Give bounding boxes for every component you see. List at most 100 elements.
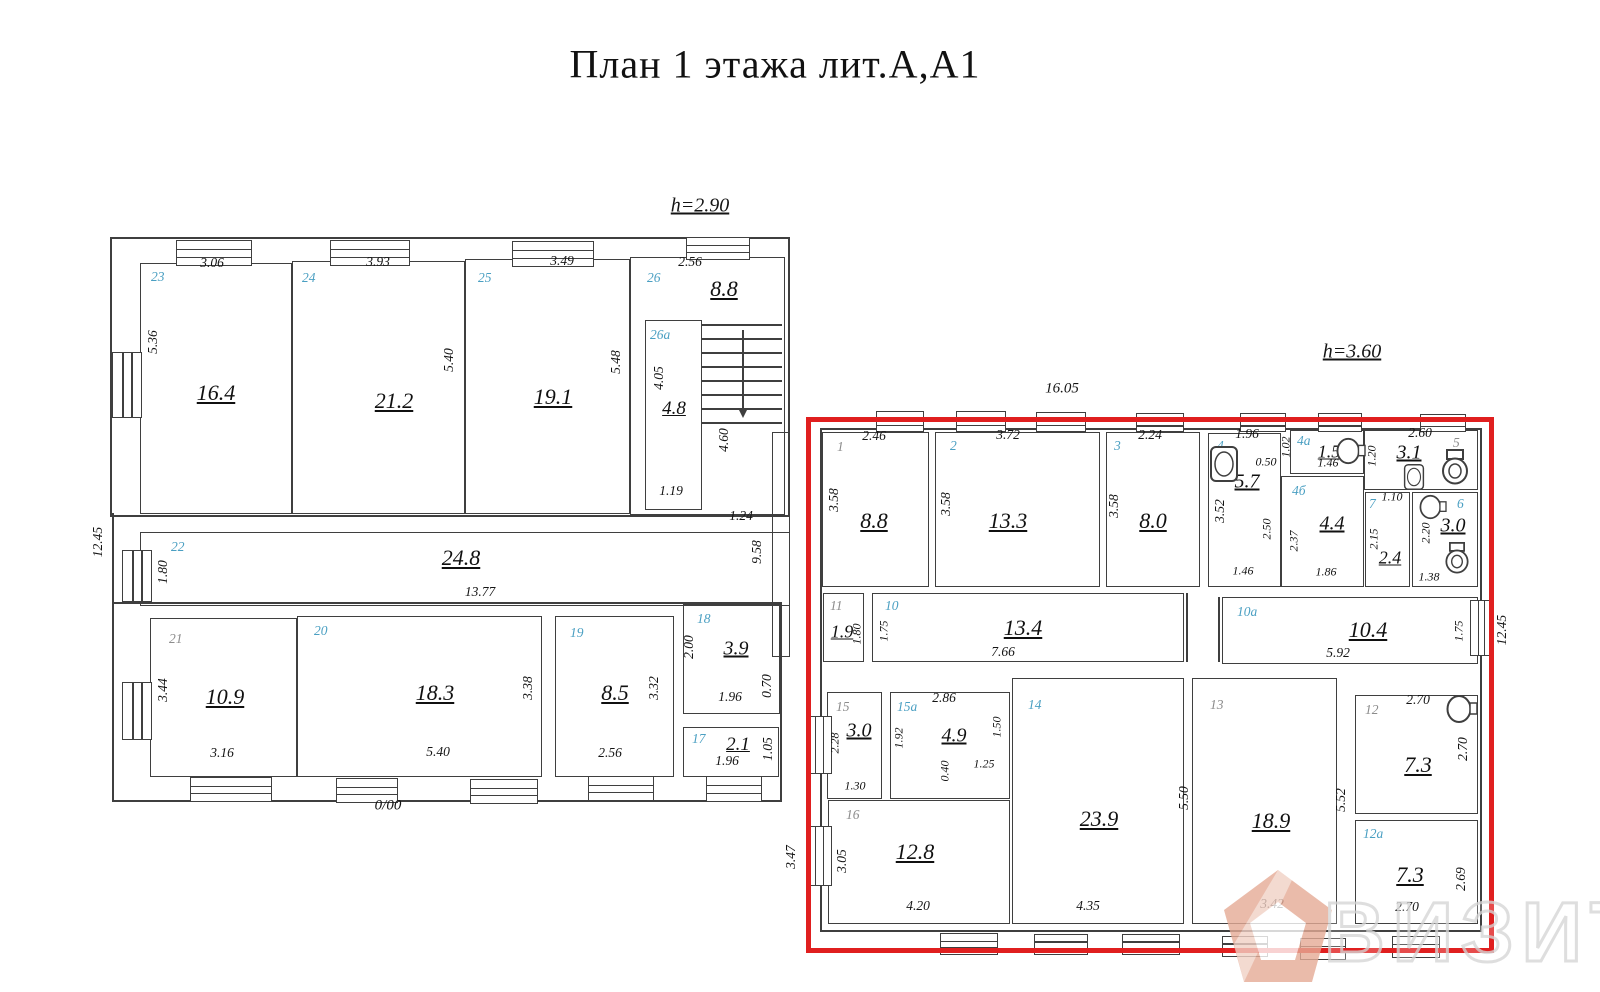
window-glazing-line bbox=[1241, 425, 1285, 427]
dimension-label: 2.46 bbox=[862, 428, 886, 443]
dimension-label: 1.96 bbox=[718, 689, 742, 704]
window-mark bbox=[190, 777, 272, 802]
room-area-label: 8.0 bbox=[1139, 508, 1167, 533]
room-area-label: 8.8 bbox=[860, 508, 888, 533]
window-mark bbox=[176, 240, 252, 266]
room-number: 26 bbox=[647, 270, 661, 285]
room-number: 10а bbox=[1237, 604, 1258, 619]
dimension-label: 2.60 bbox=[1408, 425, 1432, 440]
room-area-label: 16.4 bbox=[196, 380, 236, 405]
room-number: 25 bbox=[478, 270, 492, 285]
room-number: 13 bbox=[1210, 697, 1224, 712]
stair-direction-arrow-icon bbox=[737, 408, 748, 418]
room-area-label: 13.3 bbox=[988, 508, 1028, 533]
room-number: 20 bbox=[314, 623, 328, 638]
room-area-label: 7.3 bbox=[1404, 752, 1432, 777]
window-glazing-line bbox=[589, 784, 653, 786]
room-area-label: 19.1 bbox=[533, 384, 573, 409]
window-mark bbox=[686, 237, 750, 260]
window-mark bbox=[588, 776, 654, 801]
room-number: 12а bbox=[1363, 826, 1384, 841]
dimension-label: 1.96 bbox=[1235, 426, 1259, 441]
dimension-label: 2.86 bbox=[932, 690, 956, 705]
room-number: 24 bbox=[302, 270, 316, 285]
window-glazing-line bbox=[707, 792, 761, 795]
dimension-label: 2.56 bbox=[598, 745, 622, 760]
room-area-label: 4.8 bbox=[662, 398, 686, 419]
room-area-label: 3.9 bbox=[723, 637, 749, 660]
window-mark bbox=[706, 776, 762, 802]
window-glazing-line bbox=[1123, 941, 1179, 943]
window-glazing-line bbox=[471, 787, 537, 789]
window-glazing-line bbox=[941, 947, 997, 949]
dimension-label: 4.20 bbox=[906, 898, 930, 913]
window-glazing-line bbox=[814, 717, 817, 773]
dimension-label: 4.05 bbox=[651, 366, 666, 390]
dimension-label: h=2.90 bbox=[670, 194, 730, 217]
window-glazing-line bbox=[331, 248, 409, 251]
dimension-label: 2.00 bbox=[681, 635, 696, 659]
dimension-label: 3.16 bbox=[210, 745, 234, 760]
sink-icon bbox=[1396, 464, 1432, 490]
window-glazing-line bbox=[1477, 601, 1479, 655]
dimension-label: 1.80 bbox=[155, 560, 170, 584]
window-glazing-line bbox=[1037, 424, 1085, 427]
dimension-label: h=3.60 bbox=[1322, 340, 1382, 363]
window-glazing-line bbox=[177, 256, 251, 259]
window-glazing-line bbox=[814, 827, 817, 885]
dimension-label: 1.19 bbox=[659, 483, 683, 498]
dimension-label: 0.50 bbox=[1255, 454, 1277, 469]
dimension-label: 1.10 bbox=[1381, 489, 1403, 504]
window-glazing-line bbox=[131, 353, 133, 417]
window-glazing-line bbox=[191, 785, 271, 787]
room-number: 4 bbox=[1217, 438, 1224, 453]
dimension-label: 1.96 bbox=[715, 753, 739, 768]
dimension-label: 3.49 bbox=[550, 253, 574, 268]
room-25: 25 19.1 bbox=[465, 259, 630, 514]
dimension-label: 1.05 bbox=[760, 737, 775, 761]
dimension-label: 1.38 bbox=[1418, 569, 1440, 584]
dimension-label: 7.66 bbox=[991, 644, 1015, 659]
dimension-label: 16.05 bbox=[1045, 380, 1079, 397]
selected-area-outline bbox=[806, 417, 1494, 953]
window-glazing-line bbox=[1319, 425, 1361, 427]
room-area-label: 8.8 bbox=[710, 276, 738, 301]
room-area-label: 2.4 bbox=[1378, 547, 1402, 568]
window-glazing-line bbox=[191, 793, 271, 795]
room-number: 2 bbox=[950, 438, 957, 453]
dimension-label: 12.45 bbox=[1494, 614, 1509, 646]
dimension-label: 5.40 bbox=[426, 744, 450, 759]
room-number: 6 bbox=[1457, 496, 1464, 511]
room-number: 10 bbox=[885, 598, 899, 613]
room-area-label: 8.5 bbox=[601, 680, 629, 705]
window-mark bbox=[470, 779, 538, 804]
room-area-label: 18.3 bbox=[415, 680, 455, 705]
wall-segment bbox=[112, 513, 114, 604]
toilet-icon bbox=[1438, 448, 1472, 486]
room-20: 20 18.3 bbox=[297, 616, 542, 777]
dimension-label: 3.72 bbox=[996, 427, 1020, 442]
window-glazing-line bbox=[687, 251, 749, 254]
stair-tread bbox=[702, 422, 782, 424]
room-area-label: 3.0 bbox=[846, 719, 872, 742]
room-number: 12 bbox=[1365, 702, 1379, 717]
wall-segment bbox=[1218, 597, 1220, 662]
window-glazing-line bbox=[513, 257, 593, 260]
room-number: 26а bbox=[650, 327, 671, 342]
room-number: 19 bbox=[570, 625, 584, 640]
room-number: 15 bbox=[836, 699, 850, 714]
dimension-label: 3.06 bbox=[200, 255, 224, 270]
